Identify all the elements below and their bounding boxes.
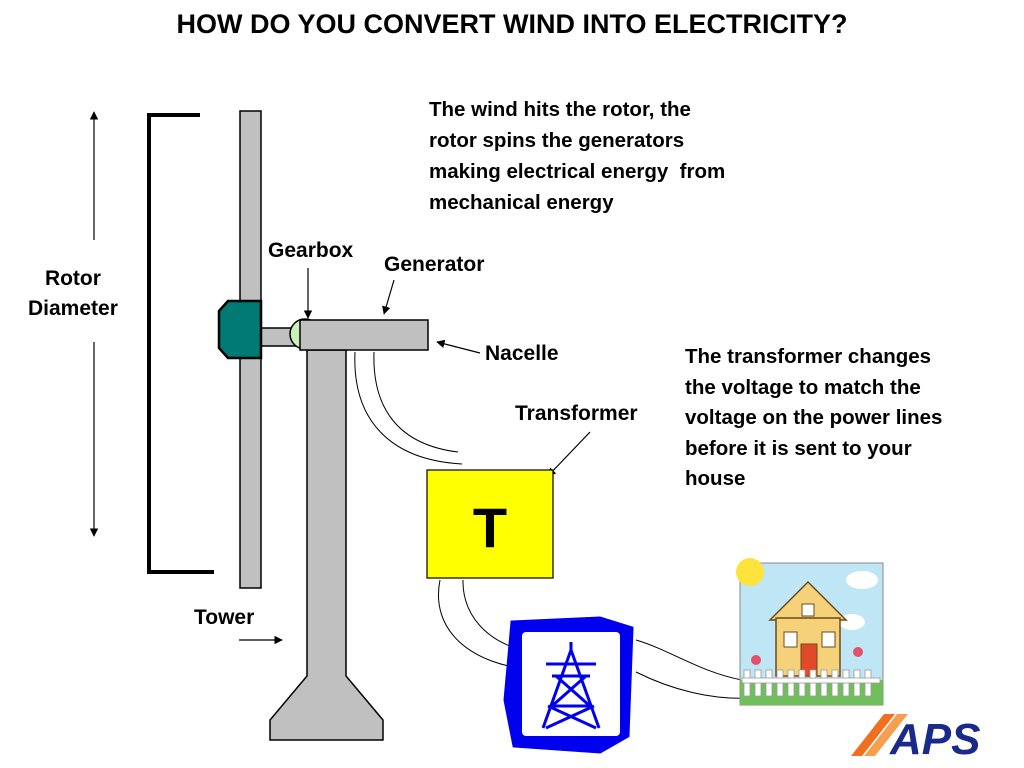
house-icon — [736, 558, 884, 706]
generator-pointer — [382, 279, 395, 315]
transformer-description: The transformer changes the voltage to m… — [685, 342, 942, 495]
cable-power-house-2 — [635, 671, 751, 699]
rotor-description-line: making electrical energy from — [429, 160, 726, 183]
cable-nacelle-transformer-outer — [354, 351, 463, 465]
transformer-pointer — [547, 431, 591, 477]
rotor-description-line: mechanical energy — [429, 191, 614, 214]
nacelle-label: Nacelle — [485, 342, 559, 365]
rotor-description-line: rotor spins the generators — [429, 129, 685, 152]
rotor-diameter-label-line: Rotor — [44, 267, 101, 290]
cable-nacelle-transformer-inner — [373, 351, 459, 453]
generator-label: Generator — [384, 253, 485, 276]
transformer-description-line: The transformer changes — [685, 345, 932, 368]
tower-shape — [269, 349, 384, 741]
aps-logo-text: APS — [889, 715, 980, 764]
nacelle-shape — [299, 319, 429, 351]
cable-power-house-1 — [635, 639, 743, 681]
rotor-diameter-label-line: Diameter — [28, 297, 118, 320]
transformer-description-line: the voltage to match the — [685, 375, 921, 399]
gearbox-label: Gearbox — [268, 239, 354, 262]
transformer-label: Transformer — [515, 402, 638, 425]
rotor-description: The wind hits the rotor, the rotor spins… — [429, 94, 725, 218]
transformer-letter: T — [473, 496, 507, 559]
transformer-description-line: voltage on the power lines — [685, 406, 943, 429]
rotor-diameter-label: Rotor Diameter — [28, 264, 118, 324]
power-tower-icon — [503, 616, 634, 754]
transformer-description-line: house — [685, 467, 746, 490]
nacelle-pointer — [436, 339, 481, 354]
rotor-description-line: The wind hits the rotor, the — [429, 98, 691, 121]
rotor-diameter-bracket — [147, 113, 214, 574]
tower-label: Tower — [194, 606, 255, 629]
rotor-hub — [217, 299, 263, 360]
transformer-box — [426, 469, 554, 579]
aps-logo: APS — [851, 714, 980, 764]
page-title: HOW DO YOU CONVERT WIND INTO ELECTRICITY… — [176, 9, 848, 39]
transformer-description-line: before it is sent to your — [685, 436, 912, 460]
